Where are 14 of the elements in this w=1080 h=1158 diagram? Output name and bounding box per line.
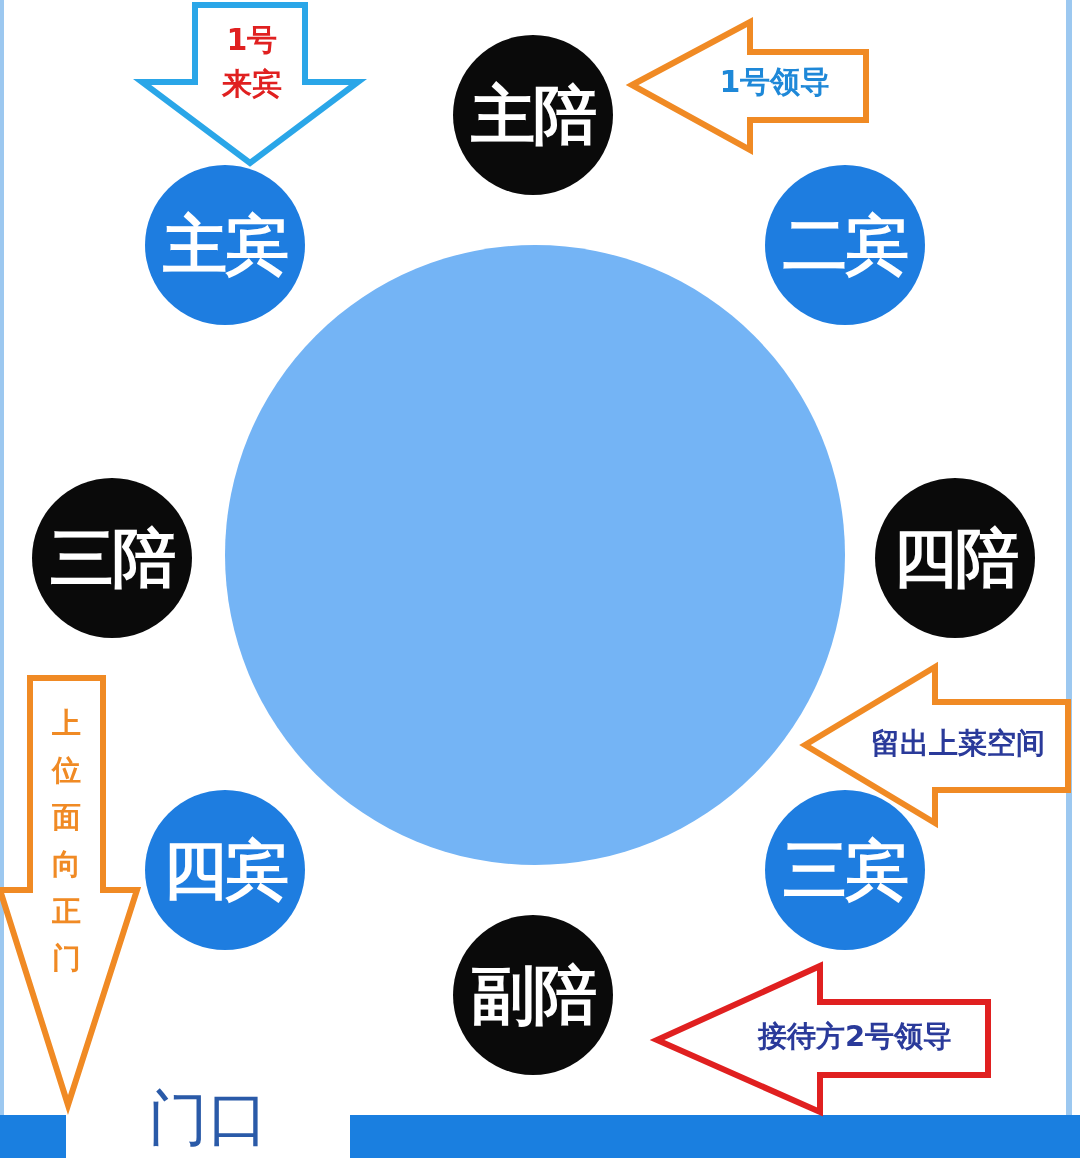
seat-circle: 四陪 (875, 478, 1035, 638)
arrow-text: 1号来宾 (221, 21, 283, 103)
arrow-text: 留出上菜空间 (869, 725, 1046, 762)
arrow-text: 1号领导 (718, 63, 832, 101)
seat-circle: 四宾 (145, 790, 305, 950)
seat-circle: 三宾 (765, 790, 925, 950)
seat-circle: 二宾 (765, 165, 925, 325)
door-label: 门口 (148, 1085, 268, 1151)
arrow-text: 上位面向正门 (50, 705, 82, 977)
seat-circle: 三陪 (32, 478, 192, 638)
seat-circle: 主陪 (453, 35, 613, 195)
seat-circle: 副陪 (453, 915, 613, 1075)
arrow-text: 接待方2号领导 (756, 1018, 954, 1055)
seat-circle: 主宾 (145, 165, 305, 325)
